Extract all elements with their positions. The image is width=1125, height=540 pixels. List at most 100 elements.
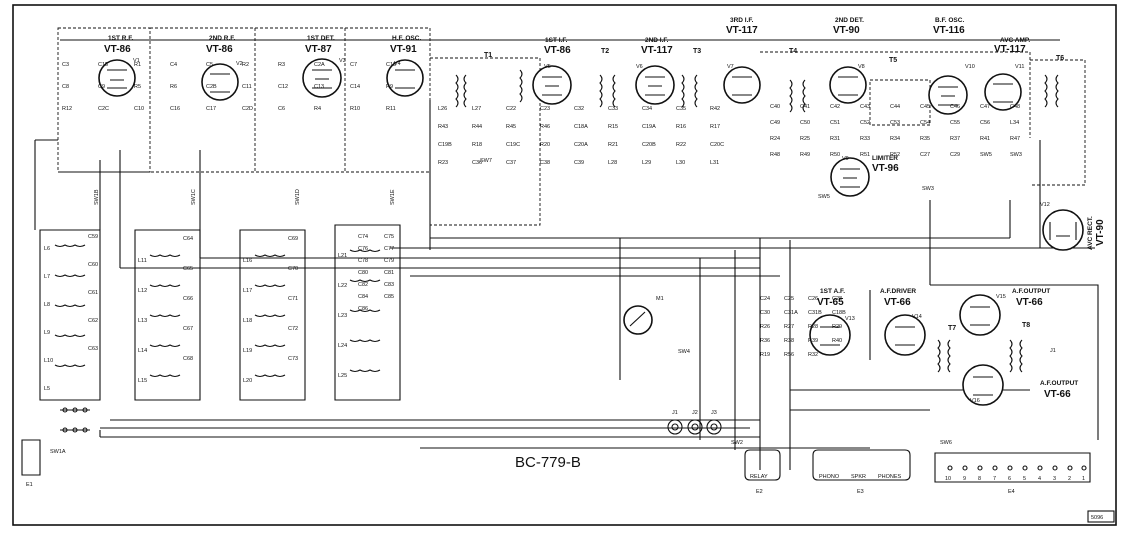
part-ref: C2A (314, 62, 325, 68)
tube-v1 (98, 59, 136, 97)
ref-v1: V1 (133, 58, 140, 64)
label-t2: T2 (601, 48, 609, 55)
part-ref: L10 (44, 358, 53, 364)
e3-spkr: SPKR (851, 474, 866, 480)
part-ref: R21 (608, 142, 618, 148)
label-sw1c: SW1C (191, 189, 197, 205)
part-ref: C28 (832, 296, 842, 302)
tube-v4-type: VT-91 (390, 44, 417, 55)
part-ref: C34 (642, 106, 652, 112)
part-ref: C76 (358, 246, 368, 252)
tube-v13 (809, 314, 851, 356)
part-ref: C82 (358, 282, 368, 288)
sheet-number: 5096 (1091, 515, 1103, 521)
e4-num-5: 5 (1023, 476, 1026, 482)
tube-v10 (928, 75, 968, 115)
part-ref: R31 (830, 136, 840, 142)
part-ref: C85 (384, 294, 394, 300)
part-ref: C24 (760, 296, 770, 302)
relay-label: RELAY (750, 474, 768, 480)
part-ref: C55 (950, 120, 960, 126)
part-ref: L24 (338, 343, 347, 349)
part-ref: R51 (860, 152, 870, 158)
part-ref: R33 (860, 136, 870, 142)
e3-phono: PHONO (819, 474, 840, 480)
part-ref: C54 (920, 120, 930, 126)
tube-v11 (984, 73, 1022, 111)
part-ref: L27 (472, 106, 481, 112)
label-output-jack: J1 (1050, 348, 1056, 354)
e4-num-2: 2 (1068, 476, 1071, 482)
part-ref: R11 (386, 106, 396, 112)
tube-v16 (962, 364, 1004, 406)
part-ref: R15 (608, 124, 618, 130)
part-ref: R25 (800, 136, 810, 142)
e4-num-8: 8 (978, 476, 981, 482)
part-ref: R47 (1010, 136, 1020, 142)
part-ref: C29 (950, 152, 960, 158)
part-ref: C13 (314, 84, 324, 90)
part-ref: C45 (920, 104, 930, 110)
tube-v11-stage: AVC AMP. (1000, 37, 1030, 44)
part-ref: C72 (288, 326, 298, 332)
label-t3: T3 (693, 48, 701, 55)
part-ref: SW3 (1010, 152, 1022, 158)
ref-v8: V8 (858, 64, 865, 70)
label-sw7: SW7 (480, 158, 492, 164)
part-ref: C69 (288, 236, 298, 242)
part-ref: R50 (830, 152, 840, 158)
part-ref: C20C (710, 142, 724, 148)
part-ref: C73 (288, 356, 298, 362)
e4-num-10: 10 (945, 476, 951, 482)
part-ref: C61 (88, 290, 98, 296)
part-ref: R22 (676, 142, 686, 148)
meter-m1-symbol (623, 305, 653, 335)
part-ref: C68 (183, 356, 193, 362)
part-ref: L8 (44, 302, 50, 308)
part-ref: C60 (88, 262, 98, 268)
part-ref: L11 (138, 258, 147, 264)
part-ref: R37 (950, 136, 960, 142)
part-ref: C31B (808, 310, 822, 316)
part-ref: R17 (710, 124, 720, 130)
part-ref: R52 (890, 152, 900, 158)
part-ref: L15 (138, 378, 147, 384)
label-sw1a: SW1A (50, 449, 66, 455)
part-ref: R9 (386, 84, 393, 90)
part-ref: C43 (860, 104, 870, 110)
part-ref: C2C (98, 106, 109, 112)
part-ref: C47 (980, 104, 990, 110)
part-ref: C52 (860, 120, 870, 126)
relay-ref: E2 (756, 489, 763, 495)
label-jack-3: J3 (711, 410, 717, 416)
part-ref: L13 (138, 318, 147, 324)
part-ref: R44 (472, 124, 482, 130)
part-ref: C81 (384, 270, 394, 276)
part-ref: C27 (920, 152, 930, 158)
part-ref: L5 (44, 386, 50, 392)
tube-v11-type: VT-117 (994, 44, 1026, 55)
tube-v14 (884, 314, 926, 356)
label-t7: T7 (948, 325, 956, 332)
tube-v13-type: VT-65 (817, 297, 844, 308)
ref-v11: V11 (1015, 64, 1024, 70)
part-ref: C79 (384, 258, 394, 264)
tube-v2-type: VT-86 (206, 44, 233, 55)
part-ref: L25 (338, 373, 347, 379)
e4-num-4: 4 (1038, 476, 1041, 482)
part-ref: R45 (506, 124, 516, 130)
part-ref: C36 (472, 160, 482, 166)
part-ref: R34 (890, 136, 900, 142)
part-ref: C25 (784, 296, 794, 302)
part-ref: C74 (358, 234, 368, 240)
